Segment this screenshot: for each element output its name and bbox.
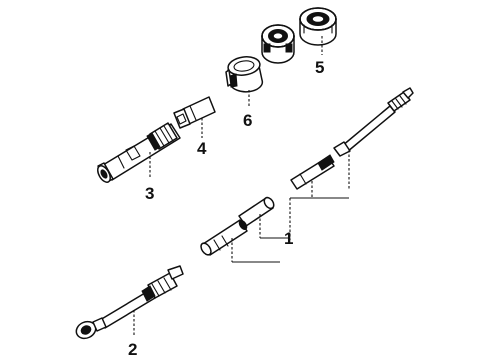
upper-bearing-part <box>299 7 337 46</box>
steering-shaft-lower-part <box>200 196 275 256</box>
part-1-leaders <box>231 150 350 263</box>
bearing-ring-part <box>261 24 295 64</box>
part-label-4: 4 <box>197 139 207 158</box>
part-label-6: 6 <box>243 111 252 130</box>
column-jacket-part <box>97 122 181 183</box>
steering-shaft-mid-part <box>290 154 335 190</box>
intermediate-shaft-part <box>75 265 184 340</box>
part-label-1: 1 <box>284 229 293 248</box>
steering-shaft-long-part <box>333 87 414 157</box>
part-label-2: 2 <box>128 340 137 359</box>
bearing-sleeve-part <box>225 56 264 93</box>
part-label-3: 3 <box>145 184 154 203</box>
column-bushing-part <box>173 96 216 129</box>
part-label-5: 5 <box>315 58 324 77</box>
